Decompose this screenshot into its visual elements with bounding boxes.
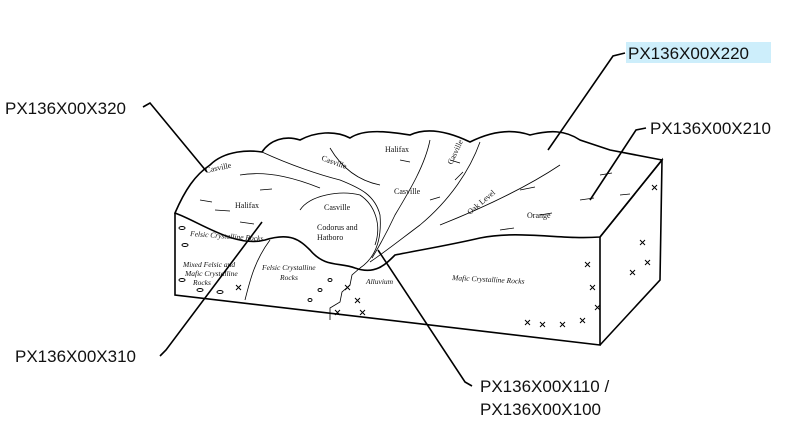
callout-100: PX136X00X100 xyxy=(480,400,601,419)
ridge xyxy=(439,164,561,226)
leader-line-320 xyxy=(142,101,208,173)
stream xyxy=(329,147,381,186)
label-halifax: Halifax xyxy=(385,145,409,154)
label-codorus: Codorus and xyxy=(317,223,358,232)
callout-210: PX136X00X210 xyxy=(650,119,771,138)
contact-line xyxy=(244,239,271,301)
label-hatboro: Hatboro xyxy=(317,233,343,242)
contact-line xyxy=(329,267,361,320)
ridge xyxy=(299,192,379,246)
stream xyxy=(371,139,431,259)
label-mafic: Mafic Crystalline Rocks xyxy=(451,273,525,286)
callout-310: PX136X00X310 xyxy=(15,347,136,366)
label-casville: Casville xyxy=(324,203,351,212)
rock-symbols xyxy=(178,184,658,328)
leader-line-210 xyxy=(589,127,647,201)
label-felsic: Rocks xyxy=(279,273,298,282)
stream xyxy=(261,151,381,269)
label-casville: Casville xyxy=(446,138,465,166)
label-casville: Casville xyxy=(394,187,421,196)
hatching xyxy=(199,159,631,231)
leader-line-220 xyxy=(547,52,626,151)
leader-line-310 xyxy=(159,221,263,357)
callout-highlight xyxy=(626,42,771,63)
label-mixed: Mafic Crystalline xyxy=(184,269,238,278)
label-mixed: Mixed Felsic and xyxy=(182,260,235,269)
stream xyxy=(369,141,481,263)
ridge xyxy=(239,173,321,189)
label-casville: Casville xyxy=(320,153,348,171)
leader-line-110 xyxy=(377,249,473,387)
block-front-face xyxy=(174,213,601,346)
label-felsic: Felsic Crystalline xyxy=(261,263,316,272)
label-orange: Orange xyxy=(527,211,551,220)
label-halifax: Halifax xyxy=(235,201,259,210)
label-alluvium: Alluvium xyxy=(365,277,394,286)
block-right-face xyxy=(599,157,663,346)
callout-320: PX136X00X320 xyxy=(5,99,126,118)
label-felsic: Felsic Crystalline Rocks xyxy=(189,229,264,243)
label-casville: Casville xyxy=(205,161,233,175)
label-mixed: Rocks xyxy=(192,278,211,287)
callout-220: PX136X00X220 xyxy=(628,44,749,63)
callout-110: PX136X00X110 / xyxy=(480,377,609,396)
